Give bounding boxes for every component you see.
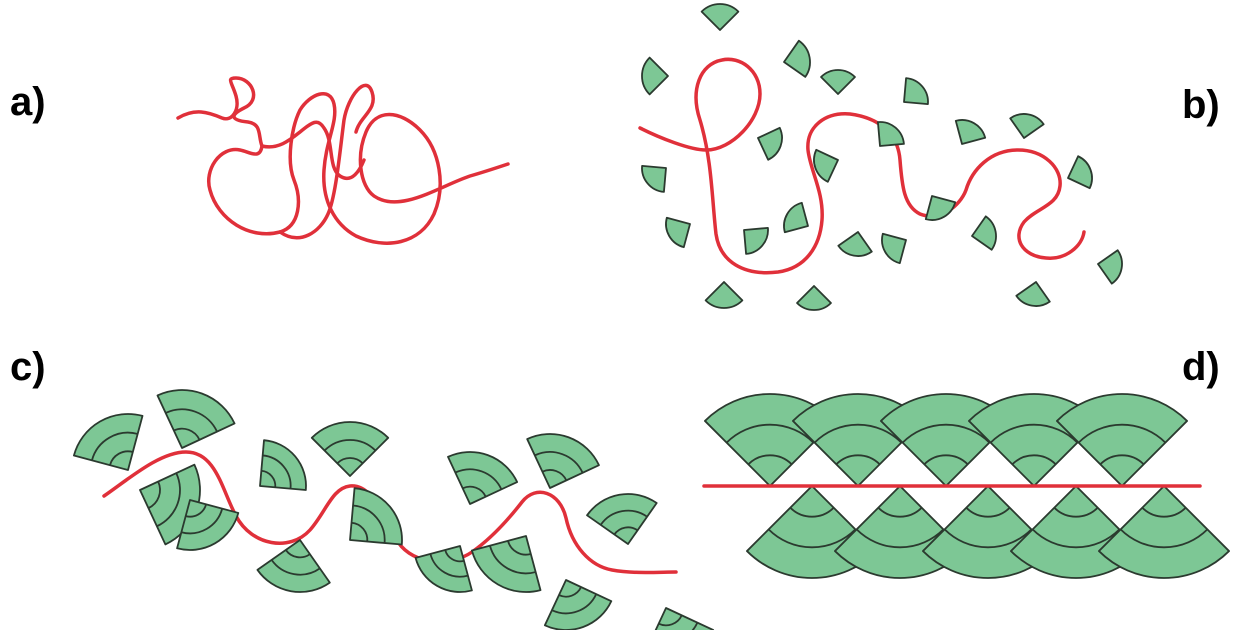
sector-shape <box>1010 114 1043 138</box>
sector-body <box>797 286 831 310</box>
sector-shape <box>972 216 996 249</box>
sector-body <box>838 232 871 256</box>
layered-sectors <box>74 390 713 630</box>
sector-body <box>642 166 666 192</box>
sector-shape <box>1016 282 1049 306</box>
sector-shape <box>448 452 517 504</box>
sector-body <box>956 120 985 144</box>
sector-body <box>1098 250 1122 283</box>
panel-c-semi-flexible-chain <box>74 390 713 630</box>
panel-label-c: c) <box>10 345 46 389</box>
sector-shape <box>744 228 768 254</box>
sector-shape <box>784 203 808 232</box>
panel-label-d: d) <box>1182 345 1220 389</box>
decorating-sectors <box>642 4 1122 310</box>
sector-body <box>744 228 768 254</box>
sector-shape <box>702 4 739 30</box>
sector-body <box>878 122 904 146</box>
sector-shape <box>545 580 611 630</box>
panel-a-random-coil <box>178 78 508 243</box>
sector-shape <box>758 128 782 160</box>
sector-shape <box>1057 394 1187 486</box>
sector-shape <box>312 422 388 476</box>
sector-shape <box>878 122 904 146</box>
sector-body <box>545 580 611 630</box>
sector-body <box>1057 394 1187 486</box>
sector-body <box>527 434 599 488</box>
sector-body <box>448 452 517 504</box>
polymer-chain-loop <box>262 122 364 178</box>
sector-shape <box>904 78 928 104</box>
sector-shape <box>527 434 599 488</box>
sector-body <box>702 4 739 30</box>
sector-shape <box>706 282 743 308</box>
sector-shape <box>1068 156 1092 188</box>
sector-body <box>972 216 996 249</box>
sector-body <box>157 390 234 448</box>
sector-shape <box>587 494 657 544</box>
sector-shape <box>814 150 838 182</box>
sector-body <box>821 70 855 94</box>
sector-body <box>257 540 329 592</box>
sector-shape <box>416 546 472 592</box>
sector-body <box>416 546 472 592</box>
sector-shape <box>956 120 985 144</box>
sector-body <box>312 422 388 476</box>
sector-shape <box>642 58 668 95</box>
sector-shape <box>642 166 666 192</box>
sector-body <box>1010 114 1043 138</box>
sector-body <box>587 494 657 544</box>
sector-shape <box>784 41 810 77</box>
sector-body <box>642 58 668 95</box>
sector-shape <box>1098 250 1122 283</box>
sector-body <box>706 282 743 308</box>
panel-label-a: a) <box>10 80 46 124</box>
polymer-chain <box>178 78 508 243</box>
sector-shape <box>666 218 690 247</box>
sector-shape <box>882 234 906 263</box>
sector-shape <box>157 390 234 448</box>
sector-shape <box>74 414 143 470</box>
sector-body <box>1016 282 1049 306</box>
sector-shape <box>1099 486 1229 578</box>
sector-shape <box>260 440 306 490</box>
sector-body <box>758 128 782 160</box>
panel-b-decorated-coil <box>640 4 1122 310</box>
sector-body <box>74 414 143 470</box>
panel-d-rigid-chain <box>704 394 1229 578</box>
sector-shape <box>644 608 713 630</box>
sector-body <box>926 196 955 220</box>
sector-body <box>1099 486 1229 578</box>
sector-body <box>784 41 810 77</box>
sector-shape <box>821 70 855 94</box>
sector-shape <box>257 540 329 592</box>
sector-body <box>1068 156 1092 188</box>
sector-body <box>904 78 928 104</box>
sector-body <box>882 234 906 263</box>
sector-body <box>814 150 838 182</box>
sector-shape <box>350 488 402 544</box>
sector-body <box>666 218 690 247</box>
sector-body <box>784 203 808 232</box>
sector-shape <box>926 196 955 220</box>
sector-shape <box>797 286 831 310</box>
sector-shape <box>838 232 871 256</box>
panel-label-b: b) <box>1182 83 1220 127</box>
